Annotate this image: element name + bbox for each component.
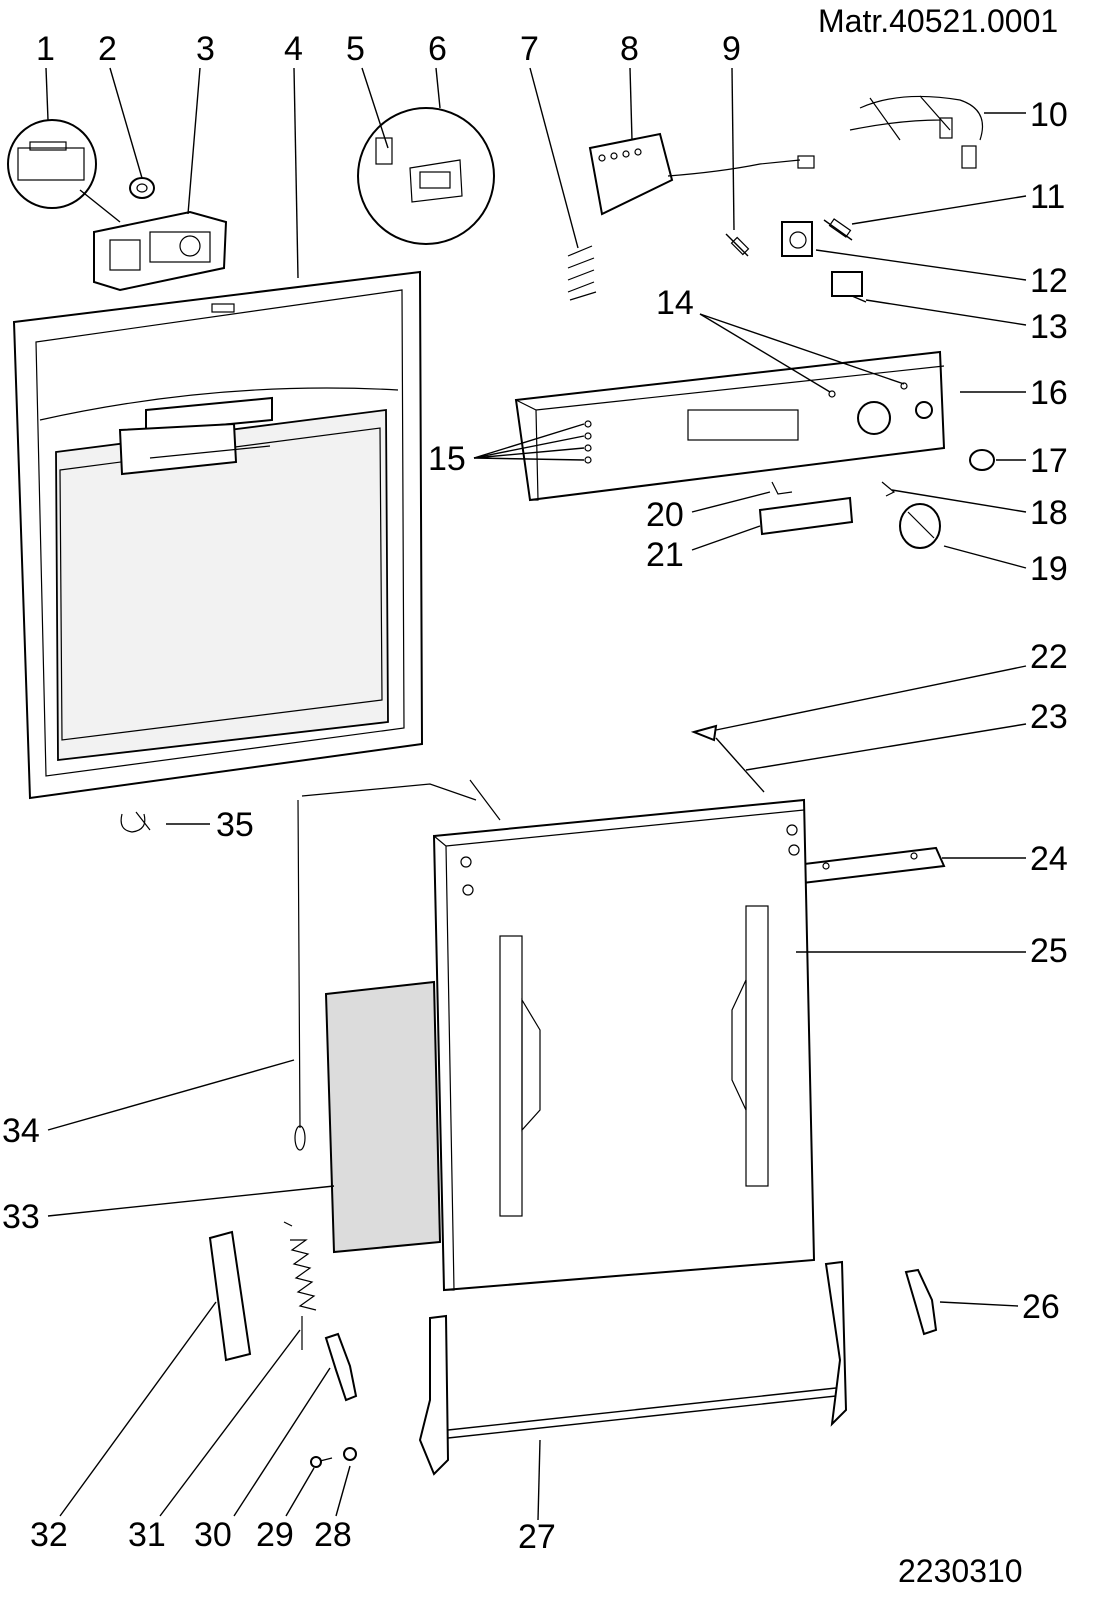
callout-23: 23 [1030,698,1068,736]
part-16-control-panel [514,350,946,502]
part-7-spring-clips [567,245,597,301]
material-code: Matr.40521.0001 [818,3,1058,39]
callout-3: 3 [196,30,215,68]
callout-7: 7 [520,30,539,68]
callout-4: 4 [284,30,303,68]
callout-35: 35 [216,806,254,844]
part-20-clip [771,481,793,495]
part-8-electronic-board [588,132,815,216]
drawing-number: 2230310 [898,1553,1023,1589]
callout-24: 24 [1030,840,1068,878]
callout-10: 10 [1030,96,1068,134]
part-28-nut [343,1447,357,1461]
callout-34: 34 [2,1112,40,1150]
callout-30: 30 [194,1516,232,1554]
part-34-cable [294,779,501,1151]
part-22-23-rod [690,724,765,793]
callout-2: 2 [98,30,117,68]
part-29-screw [310,1456,333,1468]
callout-32: 32 [30,1516,68,1554]
callout-9: 9 [722,30,741,68]
part-5-6-door-latch-detail [357,107,495,245]
callout-15: 15 [428,440,466,478]
callout-6: 6 [428,30,447,68]
part-17-knob-cap [969,449,995,471]
callout-1: 1 [36,30,55,68]
callout-26: 26 [1022,1288,1060,1326]
callout-31: 31 [128,1516,166,1554]
part-26-hinge [904,1268,938,1336]
part-35-clip [120,811,151,833]
callout-21: 21 [646,536,684,574]
callout-13: 13 [1030,308,1068,346]
leader-lines [45,67,1027,1521]
part-18-clip [881,481,896,497]
callout-25: 25 [1030,932,1068,970]
part-3-detergent-dispenser [93,210,228,292]
part-32-profile [208,1230,252,1362]
callout-20: 20 [646,496,684,534]
part-27-hinge-frame [418,1260,848,1476]
callout-5: 5 [346,30,365,68]
part-11-lamp [823,218,853,241]
part-4-inner-door-liner [12,270,424,800]
part-21-display-cover [758,496,854,536]
part-25-outer-door-panel [432,798,816,1292]
callout-33: 33 [2,1198,40,1236]
callout-12: 12 [1030,262,1068,300]
part-12-switch [781,221,813,257]
callout-22: 22 [1030,638,1068,676]
callout-19: 19 [1030,550,1068,588]
callout-11: 11 [1030,178,1065,216]
callout-8: 8 [620,30,639,68]
callout-27: 27 [518,1518,556,1556]
part-13-microswitch [831,271,867,303]
part-31-spring [283,1221,317,1350]
callout-28: 28 [314,1516,352,1554]
callout-14: 14 [656,284,694,322]
part-1-dispenser-detail [7,119,121,223]
callout-numbers: 1 2 3 4 5 6 7 8 9 10 11 12 13 14 15 16 1… [2,30,1068,1556]
part-33-insulation [324,980,442,1254]
callout-29: 29 [256,1516,294,1554]
part-30-hinge [324,1332,358,1402]
part-2-cap [129,177,155,199]
callout-16: 16 [1030,374,1068,412]
part-9-indicator-lamp [725,233,750,257]
part-19-knob [899,503,941,549]
callout-18: 18 [1030,494,1068,532]
callout-17: 17 [1030,442,1068,480]
part-10-wiring-harness [849,95,984,169]
